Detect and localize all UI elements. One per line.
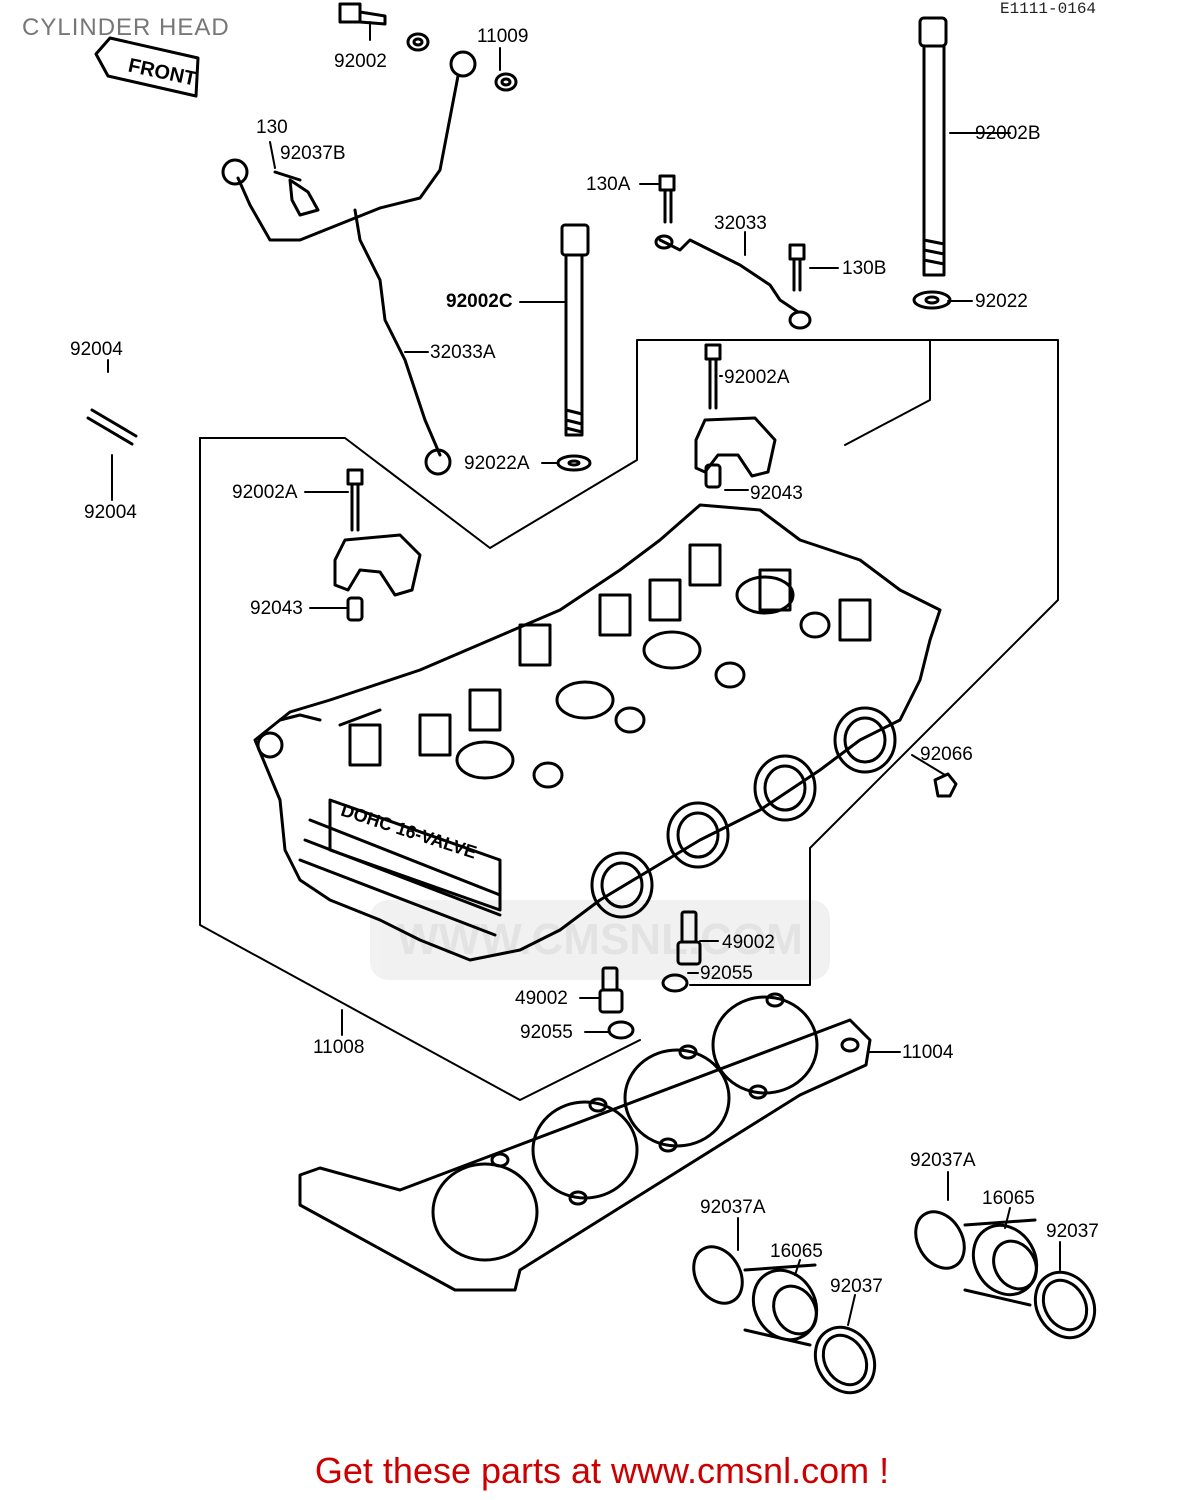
part-label-92037-right: 92037 <box>1046 1221 1099 1242</box>
part-label-32033a: 32033A <box>430 342 496 363</box>
part-label-92037a-left: 92037A <box>700 1197 766 1218</box>
oil-jet-49002-right-icon <box>661 910 702 993</box>
part-label-92043-left: 92043 <box>250 598 303 619</box>
part-label-32033: 32033 <box>714 213 767 234</box>
part-label-130b: 130B <box>842 258 887 279</box>
part-label-92037b: 92037B <box>280 143 346 164</box>
part-label-11009: 11009 <box>477 26 529 47</box>
part-label-49002-right: 49002 <box>722 932 775 953</box>
part-label-92037a-right: 92037A <box>910 1150 976 1171</box>
part-label-92022a: 92022A <box>464 453 530 474</box>
part-label-92055-right: 92055 <box>700 963 753 984</box>
front-tag-text: FRONT <box>126 55 198 91</box>
diagram-code: E1111-0164 <box>1000 0 1097 18</box>
part-label-92004-top: 92004 <box>70 339 123 360</box>
part-label-92043-right: 92043 <box>750 483 803 504</box>
engine-marking-text: DOHC 16-VALVE <box>338 800 479 863</box>
leader-lines <box>107 21 1061 1326</box>
part-label-92002c: 92002C <box>446 291 513 312</box>
long-bolt-92002b-icon <box>912 16 952 310</box>
part-label-92002b: 92002B <box>975 123 1041 144</box>
part-label-11008: 11008 <box>313 1037 365 1058</box>
banjo-bolt-92002-icon <box>338 2 518 92</box>
intake-holder-right-icon <box>914 1210 1097 1340</box>
oil-jet-49002-left-icon <box>598 966 635 1040</box>
part-label-92002: 92002 <box>334 51 387 72</box>
stud-bolt-92002c-icon <box>556 223 592 472</box>
oil-pipe-32033a-icon <box>221 50 477 476</box>
grouping-lines <box>199 339 1059 1101</box>
stud-92004-icon <box>86 408 138 446</box>
part-label-130a: 130A <box>586 174 631 195</box>
part-label-92022: 92022 <box>975 291 1028 312</box>
cam-cap-left-icon <box>333 468 422 622</box>
part-label-16065-right: 16065 <box>982 1188 1035 1209</box>
shop-link-banner[interactable]: Get these parts at www.cmsnl.com ! <box>314 1450 890 1491</box>
watermark: WWW.CMSNL.COM <box>370 900 830 980</box>
oil-pipe-32033-icon <box>654 174 812 330</box>
part-label-92004-bottom: 92004 <box>84 502 137 523</box>
part-label-92002a-right: 92002A <box>724 367 790 388</box>
page-title: CYLINDER HEAD <box>22 14 230 41</box>
part-label-92002a-left: 92002A <box>232 482 298 503</box>
cam-cap-right-icon <box>694 343 777 489</box>
part-label-130: 130 <box>256 117 288 138</box>
front-arrow-tag: FRONT <box>94 36 200 98</box>
part-label-11004: 11004 <box>902 1042 954 1063</box>
part-label-92037-left: 92037 <box>830 1276 883 1297</box>
head-gasket-11004-icon <box>298 992 872 1292</box>
exploded-parts-diagram: FRONT <box>86 2 1097 1395</box>
part-label-16065-left: 16065 <box>770 1241 823 1262</box>
part-label-49002-left: 49002 <box>515 988 568 1009</box>
part-label-92066: 92066 <box>920 744 973 765</box>
plug-92066-icon <box>933 772 958 798</box>
intake-holder-left-icon <box>692 1245 877 1395</box>
part-label-92055-left: 92055 <box>520 1022 573 1043</box>
